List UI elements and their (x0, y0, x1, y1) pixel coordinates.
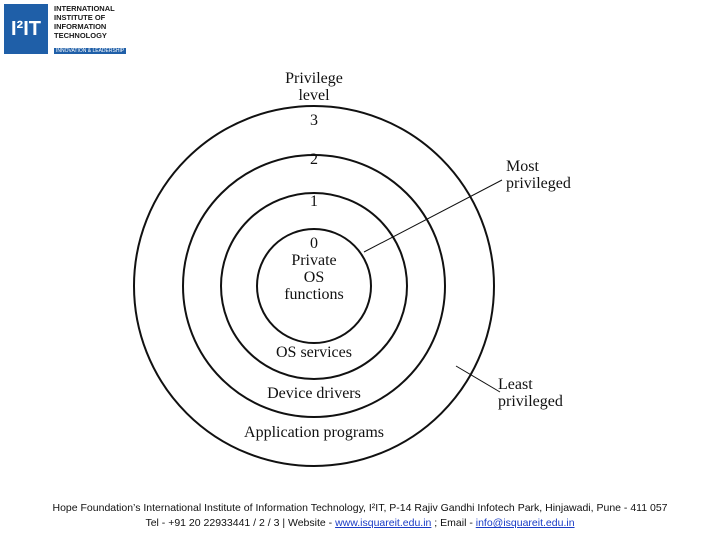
application-programs-label: Application programs (244, 424, 384, 441)
core-label-line: Private (291, 252, 337, 269)
privilege-level-title: Privilege level (264, 70, 364, 104)
email-link[interactable]: info@isquareit.edu.in (475, 517, 575, 529)
least-privileged-pointer (455, 365, 501, 393)
privilege-title-line: level (298, 87, 330, 104)
logo-line: TECHNOLOGY (54, 31, 107, 40)
most-privileged-line: privileged (506, 175, 571, 192)
core-label-line: functions (284, 286, 344, 303)
ring-level-0 (256, 228, 372, 344)
logo-wordmark: INTERNATIONAL INSTITUTE OF INFORMATION T… (54, 4, 130, 40)
logo-line: INSTITUTE OF (54, 13, 106, 22)
logo-tagline: INNOVATION & LEADERSHIP (54, 48, 127, 54)
core-label: 0 Private OS functions (274, 235, 354, 303)
footer-address: Hope Foundation’s International Institut… (52, 502, 668, 514)
core-label-line: OS (303, 269, 325, 286)
level-2-label: 2 (310, 151, 318, 168)
footer-contact: Tel - +91 20 22933441 / 2 / 3 | Website … (0, 517, 720, 529)
logo-mark: I²IT (4, 4, 48, 54)
level-1-label: 1 (310, 193, 318, 210)
most-privileged-line: Most (506, 158, 539, 175)
ring-level-3 (133, 105, 495, 467)
os-services-label: OS services (276, 344, 352, 361)
institute-logo: I²IT INTERNATIONAL INSTITUTE OF INFORMAT… (0, 0, 132, 62)
least-privileged-line: Least (498, 376, 533, 393)
privilege-title-line: Privilege (285, 70, 343, 87)
logo-line: INFORMATION (54, 22, 107, 31)
logo-line: INTERNATIONAL (54, 4, 115, 13)
ring-level-2 (182, 154, 446, 418)
footer-phone: Tel - +91 20 22933441 / 2 / 3 | Website … (145, 517, 336, 529)
device-drivers-label: Device drivers (267, 385, 361, 402)
level-0-label: 0 (310, 235, 318, 252)
most-privileged-pointer (363, 179, 503, 253)
level-3-label: 3 (310, 112, 318, 129)
most-privileged-label: Most privileged (506, 158, 571, 192)
ring-level-1 (220, 192, 408, 380)
website-link[interactable]: www.isquareit.edu.in (335, 517, 432, 529)
footer-email-prefix: ; Email - (431, 517, 476, 529)
least-privileged-label: Least privileged (498, 376, 563, 410)
least-privileged-line: privileged (498, 393, 563, 410)
